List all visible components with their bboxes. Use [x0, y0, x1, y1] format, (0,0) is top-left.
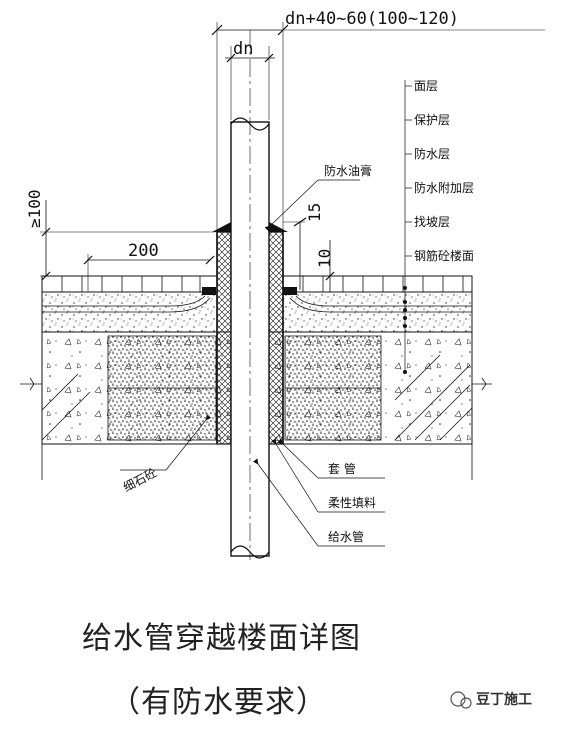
layer-label: 防水层 — [414, 146, 450, 161]
dim-15-label: 15 — [305, 203, 324, 222]
drawing-subtitle: （有防水要求） — [110, 685, 327, 720]
right-small-dimensions: 15 10 防水油膏 — [264, 163, 372, 292]
dim-10-label: 10 — [315, 249, 334, 268]
watermark-text: 豆丁施工 — [476, 691, 532, 708]
top-dimensions: dn+40~60(100~120) dn — [211, 9, 545, 230]
label-waterproof-paste: 防水油膏 — [324, 163, 372, 178]
floor-layers — [41, 275, 473, 333]
left-dimensions: ≥100 200 — [25, 189, 215, 292]
layer-label: 防水附加层 — [414, 180, 474, 195]
dim-200-label: 200 — [128, 241, 159, 261]
water-pipe — [230, 30, 270, 560]
dim-height-label: ≥100 — [25, 189, 44, 228]
label-flexible-filler: 柔性填料 — [328, 496, 376, 510]
layer-label: 保护层 — [414, 113, 450, 127]
label-sleeve: 套 管 — [328, 461, 356, 476]
layer-label: 面层 — [414, 79, 438, 93]
wechat-icon — [450, 691, 466, 707]
layer-label: 找坡层 — [414, 215, 450, 229]
label-water-pipe: 给水管 — [328, 529, 364, 544]
dim-dn-label: dn — [233, 39, 253, 59]
drawing-title: 给水管穿越楼面详图 — [82, 621, 361, 656]
layer-leaders: 面层 保护层 防水层 防水附加层 找坡层 钢筋砼楼面 — [403, 79, 474, 374]
watermark: 豆丁施工 — [450, 691, 532, 709]
layer-label: 钢筋砼楼面 — [414, 248, 474, 263]
dim-total-label: dn+40~60(100~120) — [285, 9, 459, 29]
